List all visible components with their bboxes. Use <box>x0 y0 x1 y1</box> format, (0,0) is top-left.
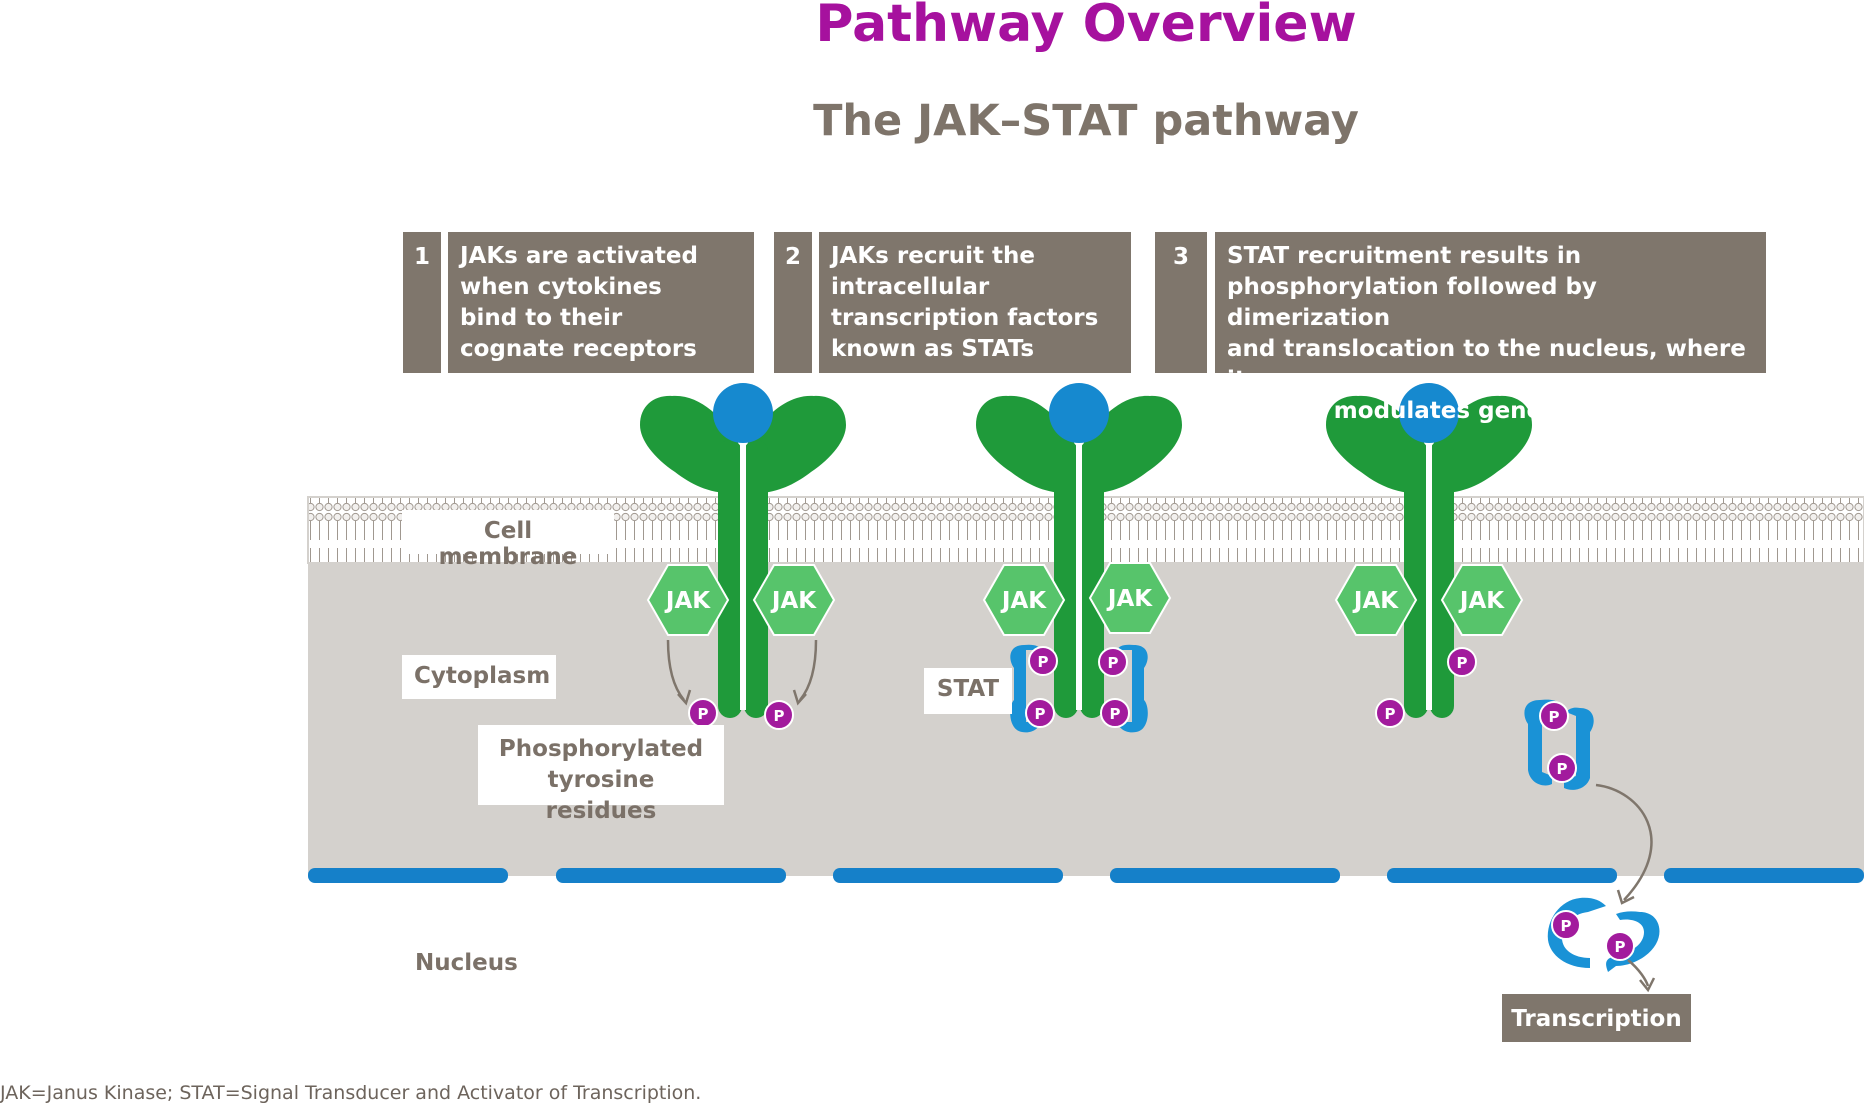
cytokine-2 <box>1049 383 1109 443</box>
step-2-text: JAKs recruit the intracellular transcrip… <box>819 232 1131 373</box>
phospho-3a: P <box>1447 647 1477 677</box>
svg-text:P: P <box>1557 760 1568 778</box>
svg-text:P: P <box>1561 917 1572 935</box>
step-3-text: STAT recruitment results in phosphorylat… <box>1215 232 1766 424</box>
step-1-text: JAKs are activated when cytokines bind t… <box>448 232 754 373</box>
jak-1a: JAK <box>647 564 729 636</box>
nucleus-label: Nucleus <box>415 950 518 976</box>
svg-text:JAK: JAK <box>1106 586 1153 612</box>
stat-label: STAT <box>924 668 1012 714</box>
phospho-nuc-a: P <box>1551 910 1581 940</box>
svg-text:P: P <box>1108 654 1119 672</box>
step-2-number: 2 <box>774 232 812 373</box>
svg-text:P: P <box>1615 938 1626 956</box>
phospho-2c: P <box>1025 698 1055 728</box>
phospho-3d: P <box>1547 753 1577 783</box>
receptor-3 <box>1326 395 1532 718</box>
svg-text:P: P <box>1110 705 1121 723</box>
stat-step2-right <box>1118 644 1148 733</box>
activation-arrows <box>666 639 818 706</box>
svg-text:P: P <box>1457 654 1468 672</box>
page-title: Pathway Overview <box>815 0 1357 54</box>
phospho-2b: P <box>1098 647 1128 677</box>
footnote: JAK=Janus Kinase; STAT=Signal Transducer… <box>0 1082 702 1104</box>
jak-1b: JAK <box>753 564 835 636</box>
stat-step2-left <box>1010 644 1040 733</box>
jak-2b: JAK <box>1089 562 1171 634</box>
nuclear-membrane <box>308 868 1864 883</box>
phospho-3b: P <box>1375 698 1405 728</box>
cytokine-3 <box>1399 383 1459 443</box>
phospho-3c: P <box>1539 701 1569 731</box>
svg-text:P: P <box>1385 705 1396 723</box>
svg-text:P: P <box>1035 705 1046 723</box>
jak-3b: JAK <box>1441 564 1523 636</box>
cytoplasm-label: Cytoplasm <box>402 655 556 699</box>
svg-text:JAK: JAK <box>1000 588 1047 614</box>
stat-dimer-cytoplasm <box>1524 699 1594 790</box>
transcription-arrow <box>1627 959 1656 993</box>
svg-text:P: P <box>1038 653 1049 671</box>
receptor-2 <box>976 395 1182 718</box>
svg-text:JAK: JAK <box>1352 588 1399 614</box>
svg-text:P: P <box>1549 708 1560 726</box>
phospho-1a: P <box>688 698 718 728</box>
phospho-2a: P <box>1028 646 1058 676</box>
translocation-arrow <box>1595 783 1653 905</box>
svg-text:JAK: JAK <box>1458 588 1505 614</box>
phosphorylated-residues-label: Phosphorylated tyrosine residues <box>478 725 724 824</box>
svg-text:P: P <box>774 707 785 725</box>
step-3-number: 3 <box>1155 232 1207 373</box>
cytokine-1 <box>713 383 773 443</box>
phospho-nuc-b: P <box>1605 931 1635 961</box>
receptor-1 <box>640 395 846 718</box>
jak-3a: JAK <box>1335 564 1417 636</box>
phospho-2d: P <box>1100 698 1130 728</box>
svg-text:JAK: JAK <box>664 588 711 614</box>
phospho-groups: P P P P P P P P P P P P <box>688 646 1635 961</box>
svg-text:P: P <box>698 705 709 723</box>
jak-2a: JAK <box>983 564 1065 636</box>
step-1-number: 1 <box>403 232 441 373</box>
cell-membrane-label: Cell membrane <box>402 510 614 570</box>
page-subtitle: The JAK–STAT pathway <box>813 96 1359 146</box>
phospho-1b: P <box>764 700 794 730</box>
transcription-label: Transcription <box>1502 994 1691 1042</box>
svg-text:JAK: JAK <box>770 588 817 614</box>
